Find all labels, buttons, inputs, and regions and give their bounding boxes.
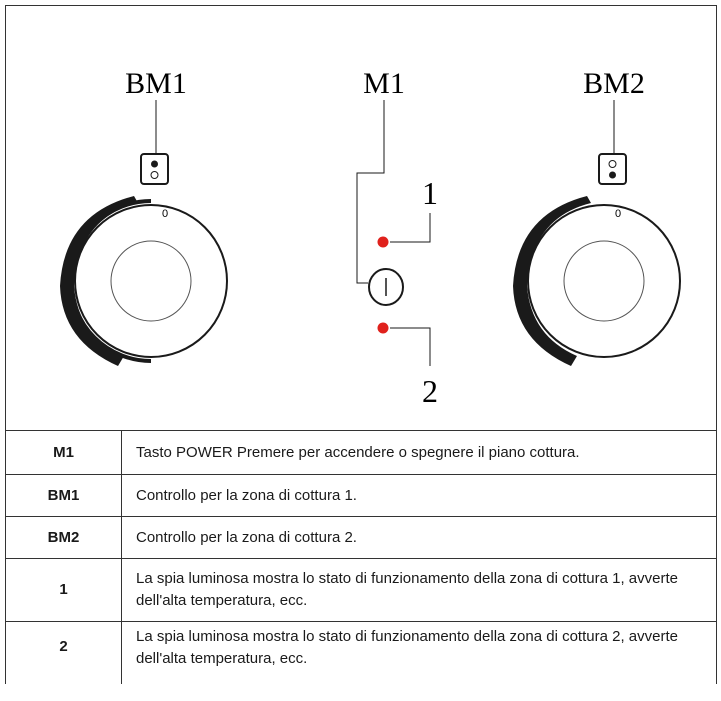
bm1-knob-center — [110, 240, 192, 322]
power-button[interactable] — [368, 268, 404, 306]
label-bm2: BM2 — [583, 67, 645, 100]
indicator-1-leader-line — [390, 213, 431, 243]
control-panel-svg: BM1 M1 BM2 0 — [60, 67, 681, 409]
bm1-dot-top-filled — [151, 160, 158, 168]
bm1-zone-indicator-icon — [140, 153, 169, 185]
table-row: 2 La spia luminosa mostra lo stato di fu… — [5, 621, 717, 684]
bm2-knob-outer-ring — [527, 204, 681, 358]
row-key: 1 — [5, 558, 122, 622]
indicator-light-2 — [377, 322, 389, 334]
table-row: BM1 Controllo per la zona di cottura 1. — [5, 474, 717, 517]
label-indicator-1: 1 — [422, 175, 438, 211]
row-description: Controllo per la zona di cottura 1. — [121, 474, 717, 517]
bm1-zero-mark: 0 — [162, 208, 168, 220]
bm1-dot-bottom-empty — [150, 171, 159, 179]
label-m1: M1 — [363, 67, 405, 100]
control-panel-diagram: BM1 M1 BM2 0 — [5, 5, 717, 430]
row-key: BM2 — [5, 516, 122, 559]
row-key: BM1 — [5, 474, 122, 517]
row-description: Tasto POWER Premere per accendere o speg… — [121, 430, 717, 475]
table-row: BM2 Controllo per la zona di cottura 2. — [5, 516, 717, 559]
bm2-knob-center — [563, 240, 645, 322]
bm2-zero-mark: 0 — [615, 208, 621, 220]
bm2-zone-indicator-icon — [598, 153, 627, 185]
row-key: M1 — [5, 430, 122, 475]
hob-control-diagram-page: BM1 M1 BM2 0 — [5, 5, 717, 698]
legend-table: M1 Tasto POWER Premere per accendere o s… — [5, 430, 717, 684]
m1-leader-line — [356, 100, 385, 284]
row-description: La spia luminosa mostra lo stato di funz… — [121, 621, 717, 684]
bm1-knob[interactable]: 0 — [60, 196, 228, 366]
bm2-knob[interactable]: 0 — [513, 196, 681, 366]
bm2-dot-top-empty — [608, 160, 617, 168]
indicator-light-1 — [377, 236, 389, 248]
bm2-knob-power-arc — [513, 196, 591, 366]
label-indicator-2: 2 — [422, 373, 438, 409]
bm1-knob-outer-ring — [74, 204, 228, 358]
bm2-dot-bottom-filled — [609, 171, 616, 179]
row-description: La spia luminosa mostra lo stato di funz… — [121, 558, 717, 622]
row-description: Controllo per la zona di cottura 2. — [121, 516, 717, 559]
indicator-2-leader-line — [390, 327, 431, 366]
table-row: M1 Tasto POWER Premere per accendere o s… — [5, 430, 717, 475]
bm1-knob-power-arc — [60, 196, 138, 366]
label-bm1: BM1 — [125, 67, 187, 100]
row-key: 2 — [5, 621, 122, 684]
table-row: 1 La spia luminosa mostra lo stato di fu… — [5, 558, 717, 622]
